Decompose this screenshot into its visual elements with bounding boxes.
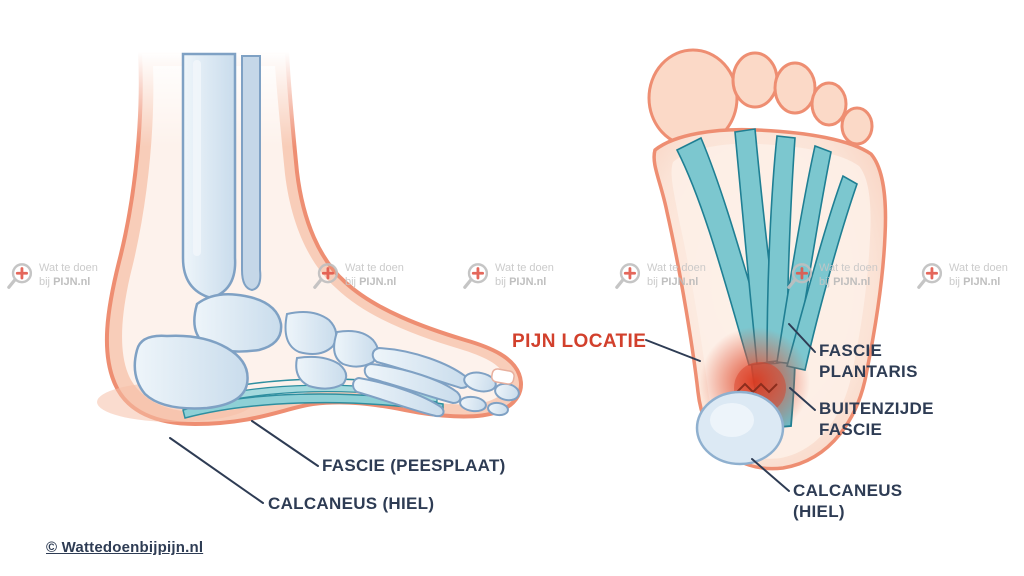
magnifier-icon bbox=[615, 263, 641, 289]
phalanx-bone bbox=[459, 395, 487, 413]
label-fascie-plantaris: FASCIE PLANTARIS bbox=[819, 341, 918, 381]
label-pijn-locatie: PIJN LOCATIE bbox=[512, 331, 647, 352]
watermark-line2-brand: PIJN.nl bbox=[509, 275, 547, 288]
label-calcaneus-hiel-left: CALCANEUS (HIEL) bbox=[268, 494, 435, 513]
watermark-line1: Wat te doen bbox=[949, 262, 1008, 274]
calcaneus-highlight bbox=[710, 403, 754, 437]
calcaneus-bone bbox=[133, 334, 249, 410]
pain-crack-zigzag bbox=[736, 382, 778, 394]
phalanx-bone bbox=[487, 401, 509, 417]
watermark-line2-prefix: bij bbox=[819, 275, 834, 288]
metatarsal-bone bbox=[363, 362, 462, 405]
watermark-text: Wat te doen bij PIJN.nl bbox=[949, 262, 1008, 290]
navicular-bone bbox=[284, 311, 338, 355]
watermark-line2-brand: PIJN.nl bbox=[661, 275, 699, 288]
watermark: Wat te doen bij PIJN.nl bbox=[462, 262, 554, 292]
phalanx-bone bbox=[463, 371, 497, 393]
magnifier-icon bbox=[313, 263, 339, 289]
magnifier-icon bbox=[463, 263, 489, 289]
toe bbox=[773, 61, 817, 115]
watermark-line2-brand: PIJN.nl bbox=[963, 275, 1001, 288]
metatarsal-bone bbox=[352, 376, 445, 418]
toe bbox=[731, 51, 779, 109]
watermark-line2-prefix: bij bbox=[495, 275, 510, 288]
fascia-band-outer bbox=[786, 174, 858, 371]
watermark-line2-brand: PIJN.nl bbox=[359, 275, 397, 288]
watermark: Wat te doen bij PIJN.nl bbox=[614, 262, 706, 292]
fibula-bone bbox=[241, 55, 262, 292]
tibia-bone bbox=[181, 52, 237, 300]
watermark-line1: Wat te doen bbox=[819, 262, 878, 274]
watermark-line2: bij PIJN.nl bbox=[39, 276, 98, 290]
watermark-line2: bij PIJN.nl bbox=[819, 276, 878, 290]
foot-side-view-illustration bbox=[97, 52, 523, 426]
watermark-line1: Wat te doen bbox=[39, 262, 98, 274]
toe bbox=[840, 106, 874, 146]
copyright-link[interactable]: © Wattedoenbijpijn.nl bbox=[46, 539, 204, 556]
cuboid-bone bbox=[295, 355, 348, 390]
watermark-line2: bij PIJN.nl bbox=[647, 276, 706, 290]
watermark: Wat te doen bij PIJN.nl bbox=[6, 262, 98, 292]
magnifier-icon bbox=[917, 263, 943, 289]
watermark-line2-prefix: bij bbox=[345, 275, 360, 288]
magnifier-icon bbox=[787, 263, 813, 289]
watermark-line2-brand: PIJN.nl bbox=[53, 275, 91, 288]
watermark-text: Wat te doen bij PIJN.nl bbox=[647, 262, 706, 290]
watermark-line2: bij PIJN.nl bbox=[949, 276, 1008, 290]
watermark-line2-prefix: bij bbox=[647, 275, 662, 288]
watermark-line2-prefix: bij bbox=[949, 275, 964, 288]
magnifier-icon bbox=[7, 263, 33, 289]
watermark-line1: Wat te doen bbox=[495, 262, 554, 274]
watermark: Wat te doen bij PIJN.nl bbox=[916, 262, 1008, 292]
watermark-line1: Wat te doen bbox=[647, 262, 706, 274]
watermark: Wat te doen bij PIJN.nl bbox=[312, 262, 404, 292]
watermark-line2: bij PIJN.nl bbox=[495, 276, 554, 290]
toe bbox=[810, 81, 848, 127]
watermark-line2: bij PIJN.nl bbox=[345, 276, 404, 290]
watermark-line2-prefix: bij bbox=[39, 275, 54, 288]
watermark-text: Wat te doen bij PIJN.nl bbox=[345, 262, 404, 290]
watermark-line1: Wat te doen bbox=[345, 262, 404, 274]
label-fascie-peesplaat: FASCIE (PEESPLAAT) bbox=[322, 456, 506, 475]
watermark-line2-brand: PIJN.nl bbox=[833, 275, 871, 288]
watermark-text: Wat te doen bij PIJN.nl bbox=[495, 262, 554, 290]
label-calcaneus-hiel-right: CALCANEUS (HIEL) bbox=[793, 481, 903, 521]
cuneiform-bone bbox=[333, 330, 379, 368]
watermark: Wat te doen bij PIJN.nl bbox=[786, 262, 878, 292]
label-buitenzijde-fascie: BUITENZIJDE FASCIE bbox=[819, 399, 934, 439]
watermark-text: Wat te doen bij PIJN.nl bbox=[39, 262, 98, 290]
foot-sole-view-illustration bbox=[647, 48, 888, 471]
metatarsal-bone bbox=[371, 346, 470, 390]
toenail bbox=[490, 368, 515, 385]
watermark-text: Wat te doen bij PIJN.nl bbox=[819, 262, 878, 290]
